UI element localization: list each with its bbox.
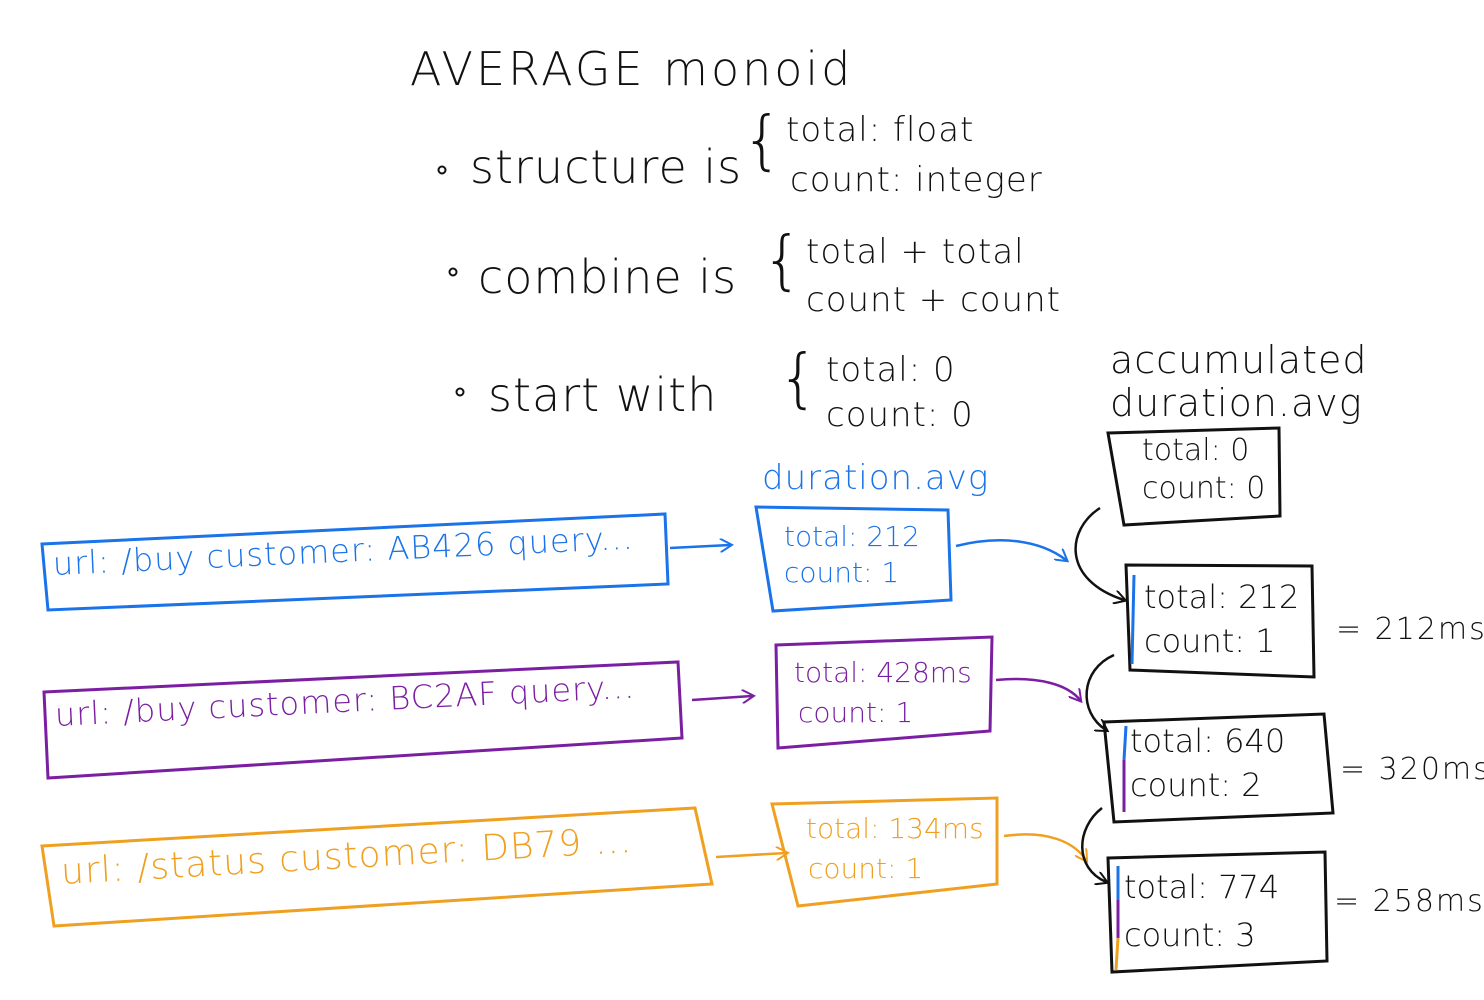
average-result-1: = 212ms xyxy=(1336,612,1484,647)
accumulator-0-total: total: 0 xyxy=(1142,433,1250,468)
acc-flow-arrow xyxy=(1081,807,1106,882)
brace-icon: { xyxy=(742,104,784,178)
acc-flow-arrow xyxy=(1074,506,1124,600)
accumulator-3-count: count: 3 xyxy=(1124,916,1256,954)
acc-accent-blue xyxy=(1130,574,1136,665)
partial-1-total: total: 212 xyxy=(784,520,920,553)
arrow-orange-to-acc xyxy=(1003,833,1086,860)
log-box-blue xyxy=(40,512,670,612)
partial-column-label: duration.avg xyxy=(762,458,990,498)
partial-box-blue xyxy=(754,505,953,613)
acc-box-3 xyxy=(1106,850,1329,974)
acc-accent-orange xyxy=(1114,937,1120,971)
partial-3-total: total: 134ms xyxy=(806,812,984,845)
brace-icon: { xyxy=(778,342,820,416)
diagram-title: AVERAGE monoid xyxy=(410,42,854,96)
accumulator-1-total: total: 212 xyxy=(1144,578,1300,616)
rule-structure-line-1: total: float xyxy=(786,110,975,150)
rule-start-line-1: total: 0 xyxy=(826,350,956,390)
partial-box-orange xyxy=(770,796,999,908)
partial-1-count: count: 1 xyxy=(784,556,900,589)
arrow-purple xyxy=(691,696,752,700)
partial-2-total: total: 428ms xyxy=(794,656,972,689)
rule-structure-line-2: count: integer xyxy=(790,160,1043,200)
acc-accent-blue xyxy=(1122,725,1128,761)
arrow-purple-to-acc xyxy=(995,677,1080,700)
average-result-2: = 320ms xyxy=(1340,752,1484,787)
acc-flow-arrow xyxy=(1085,653,1115,730)
accumulator-0-count: count: 0 xyxy=(1142,471,1266,506)
partial-2-count: count: 1 xyxy=(798,696,914,729)
accumulator-2-total: total: 640 xyxy=(1130,722,1286,760)
rule-combine-line-2: count + count xyxy=(806,280,1061,320)
rule-combine-line-1: total + total xyxy=(806,232,1025,272)
arrow-orange xyxy=(715,853,786,857)
accumulated-column-label-line-2: duration.avg xyxy=(1110,381,1363,425)
accumulated-column-label-line-1: accumulated xyxy=(1110,338,1368,382)
accumulator-2-count: count: 2 xyxy=(1130,766,1262,804)
accumulator-1-count: count: 1 xyxy=(1144,622,1276,660)
log-box-purple xyxy=(42,660,684,780)
bullet-dot xyxy=(448,267,458,277)
bullet-dot xyxy=(437,165,447,175)
arrow-blue xyxy=(669,545,730,548)
arrow-blue-to-acc xyxy=(955,539,1066,560)
rule-structure-label: structure is xyxy=(470,140,743,194)
rule-combine-label: combine is xyxy=(478,250,738,304)
brace-icon: { xyxy=(762,224,804,298)
acc-box-1 xyxy=(1124,563,1316,679)
average-result-3: = 258ms xyxy=(1334,884,1484,919)
partial-3-count: count: 1 xyxy=(808,852,924,885)
bullet-dot xyxy=(455,387,465,397)
partial-box-purple xyxy=(774,635,994,750)
acc-box-0 xyxy=(1106,426,1282,527)
log-box-orange xyxy=(40,806,714,928)
rule-start-label: start with xyxy=(488,368,718,422)
rule-start-line-2: count: 0 xyxy=(826,395,974,435)
acc-box-2 xyxy=(1102,712,1335,824)
accumulator-3-total: total: 774 xyxy=(1124,868,1280,906)
